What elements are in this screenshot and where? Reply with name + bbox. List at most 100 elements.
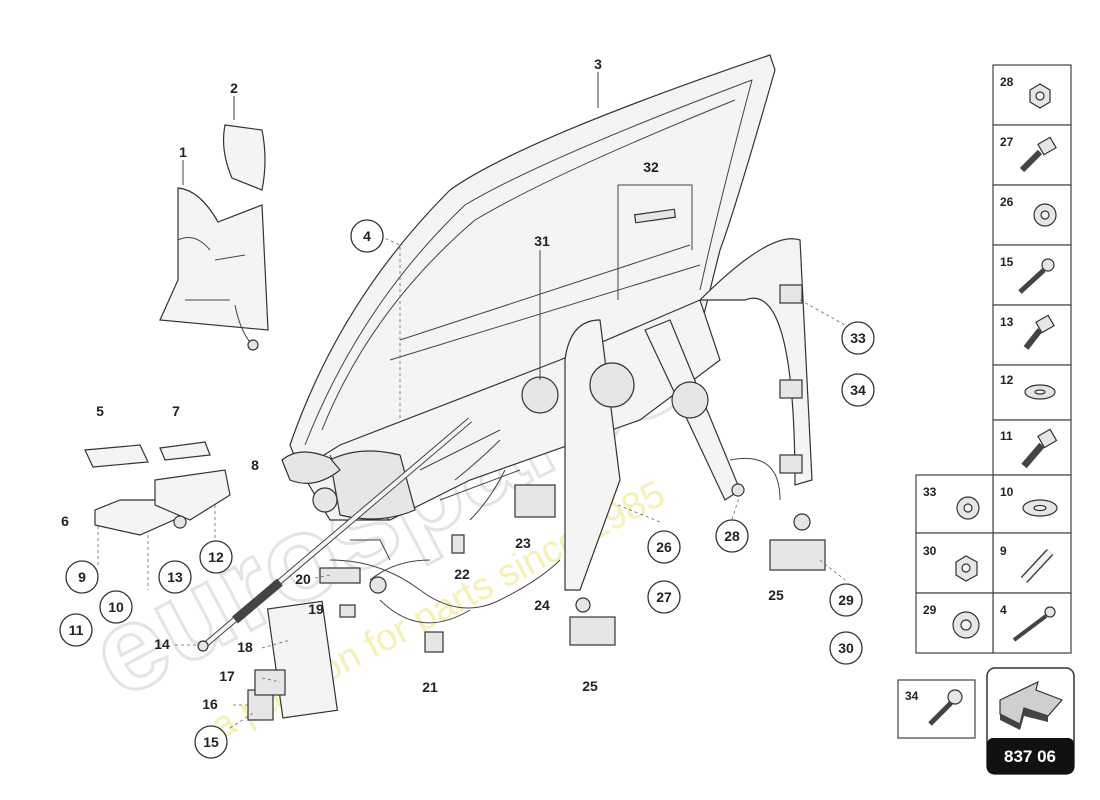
callout-13[interactable]: 13	[158, 560, 192, 594]
mirror-assembly	[159, 96, 269, 351]
legend-cell-15[interactable]	[992, 244, 1072, 306]
legend-cell-9[interactable]	[992, 532, 1072, 594]
hinge-upper[interactable]	[154, 469, 231, 521]
window-regulator	[514, 184, 813, 591]
callout-26[interactable]: 26	[647, 530, 681, 564]
legend-cell-4[interactable]	[992, 592, 1072, 654]
hinge-pad-7[interactable]	[159, 441, 211, 461]
washer-icon	[956, 496, 980, 520]
label-22: 22	[454, 566, 470, 582]
svg-text:27: 27	[656, 589, 672, 605]
legend-cell-26[interactable]	[992, 184, 1072, 246]
legend-label-34: 34	[905, 689, 919, 703]
svg-text:15: 15	[203, 734, 219, 750]
hinge-pad-5[interactable]	[84, 444, 149, 468]
label-21: 21	[422, 679, 438, 695]
label-25-lower: 25	[582, 678, 598, 694]
label-8: 8	[251, 457, 259, 473]
label-14: 14	[154, 636, 170, 652]
legend-label-12: 12	[1000, 373, 1014, 387]
label-25-right: 25	[768, 587, 784, 603]
label-3: 3	[594, 56, 602, 72]
bolt-icon	[1019, 136, 1057, 173]
legend-label-15: 15	[1000, 255, 1014, 269]
callout-28[interactable]: 28	[715, 519, 749, 553]
plug-22[interactable]	[451, 534, 465, 554]
bolt-icon	[1023, 314, 1055, 350]
door-hinge	[84, 441, 231, 536]
callout-12[interactable]: 12	[199, 540, 233, 574]
label-19: 19	[308, 601, 324, 617]
grommet-24[interactable]	[575, 597, 591, 613]
label-24: 24	[534, 597, 550, 613]
label-20: 20	[295, 571, 311, 587]
screw-icon	[1012, 606, 1056, 642]
callouts: 4 9 10 11 12 13 15 26 27 28 29 30 33 34	[59, 219, 875, 759]
svg-text:34: 34	[850, 382, 866, 398]
mirror-glass[interactable]	[222, 124, 266, 191]
callout-10[interactable]: 10	[99, 590, 133, 624]
legend-right-column: 28 27 26 15 13 12 11 10 9 4	[992, 64, 1072, 654]
bolt-icon	[1021, 428, 1058, 469]
legend-cell-30[interactable]	[915, 532, 994, 594]
svg-text:26: 26	[656, 539, 672, 555]
leader-lines	[97, 235, 846, 729]
callout-11[interactable]: 11	[59, 613, 93, 647]
legend-label-30: 30	[923, 544, 937, 558]
callout-30[interactable]: 30	[829, 631, 863, 665]
strut-mount[interactable]	[281, 451, 341, 484]
callout-15[interactable]: 15	[194, 725, 228, 759]
diagram-badge: 837 06	[986, 667, 1075, 775]
callout-4[interactable]: 4	[350, 219, 384, 253]
label-7: 7	[172, 403, 180, 419]
label-5: 5	[96, 403, 104, 419]
label-17: 17	[219, 668, 235, 684]
legend-label-9: 9	[1000, 544, 1007, 558]
legend-cell-27[interactable]	[992, 124, 1072, 186]
washer-icon	[952, 611, 980, 639]
legend-extra: 34	[897, 679, 976, 739]
plug-21[interactable]	[424, 631, 444, 653]
diagram-number-box	[987, 738, 1074, 774]
legend-left-column: 33 30 29	[915, 474, 994, 654]
svg-text:30: 30	[838, 640, 854, 656]
nut-icon	[955, 555, 978, 582]
bracket-25[interactable]	[569, 616, 616, 646]
callout-29[interactable]: 29	[829, 583, 863, 617]
legend-cell-11[interactable]	[992, 419, 1072, 476]
svg-text:4: 4	[363, 228, 371, 244]
callout-34[interactable]: 34	[841, 373, 875, 407]
label-6: 6	[61, 513, 69, 529]
label-1: 1	[179, 144, 187, 160]
legend-label-29: 29	[923, 603, 937, 617]
callout-9[interactable]: 9	[65, 560, 99, 594]
legend-cell-33[interactable]	[915, 474, 994, 534]
nut-icon	[1029, 83, 1051, 109]
mirror-housing[interactable]	[159, 187, 269, 331]
legend-cell-34[interactable]	[897, 679, 976, 739]
screw-icon	[1018, 258, 1055, 294]
svg-text:13: 13	[167, 569, 183, 585]
connector-17[interactable]	[254, 669, 286, 696]
legend-label-11: 11	[1000, 429, 1013, 443]
legend-label-4: 4	[1000, 603, 1007, 617]
legend-cell-13[interactable]	[992, 304, 1072, 366]
callout-33[interactable]: 33	[841, 321, 875, 355]
regulator-motor[interactable]	[589, 362, 635, 408]
flat-washer-icon	[1024, 384, 1056, 400]
clip-19[interactable]	[339, 604, 356, 618]
bracket-25b[interactable]	[769, 539, 826, 571]
connector-20[interactable]	[319, 567, 361, 584]
svg-text:10: 10	[108, 599, 124, 615]
part-labels: 1 2 3 5 6 7 8 14 16 17 18 19 20 21 22 23…	[61, 56, 784, 712]
svg-text:33: 33	[850, 330, 866, 346]
legend-label-33: 33	[923, 485, 937, 499]
svg-text:9: 9	[78, 569, 86, 585]
diagram-number: 837 06	[1004, 747, 1056, 766]
washer-icon	[1033, 203, 1057, 227]
legend-label-28: 28	[1000, 75, 1014, 89]
callout-27[interactable]: 27	[647, 580, 681, 614]
bolt-icon	[928, 689, 963, 726]
svg-text:11: 11	[69, 622, 84, 638]
